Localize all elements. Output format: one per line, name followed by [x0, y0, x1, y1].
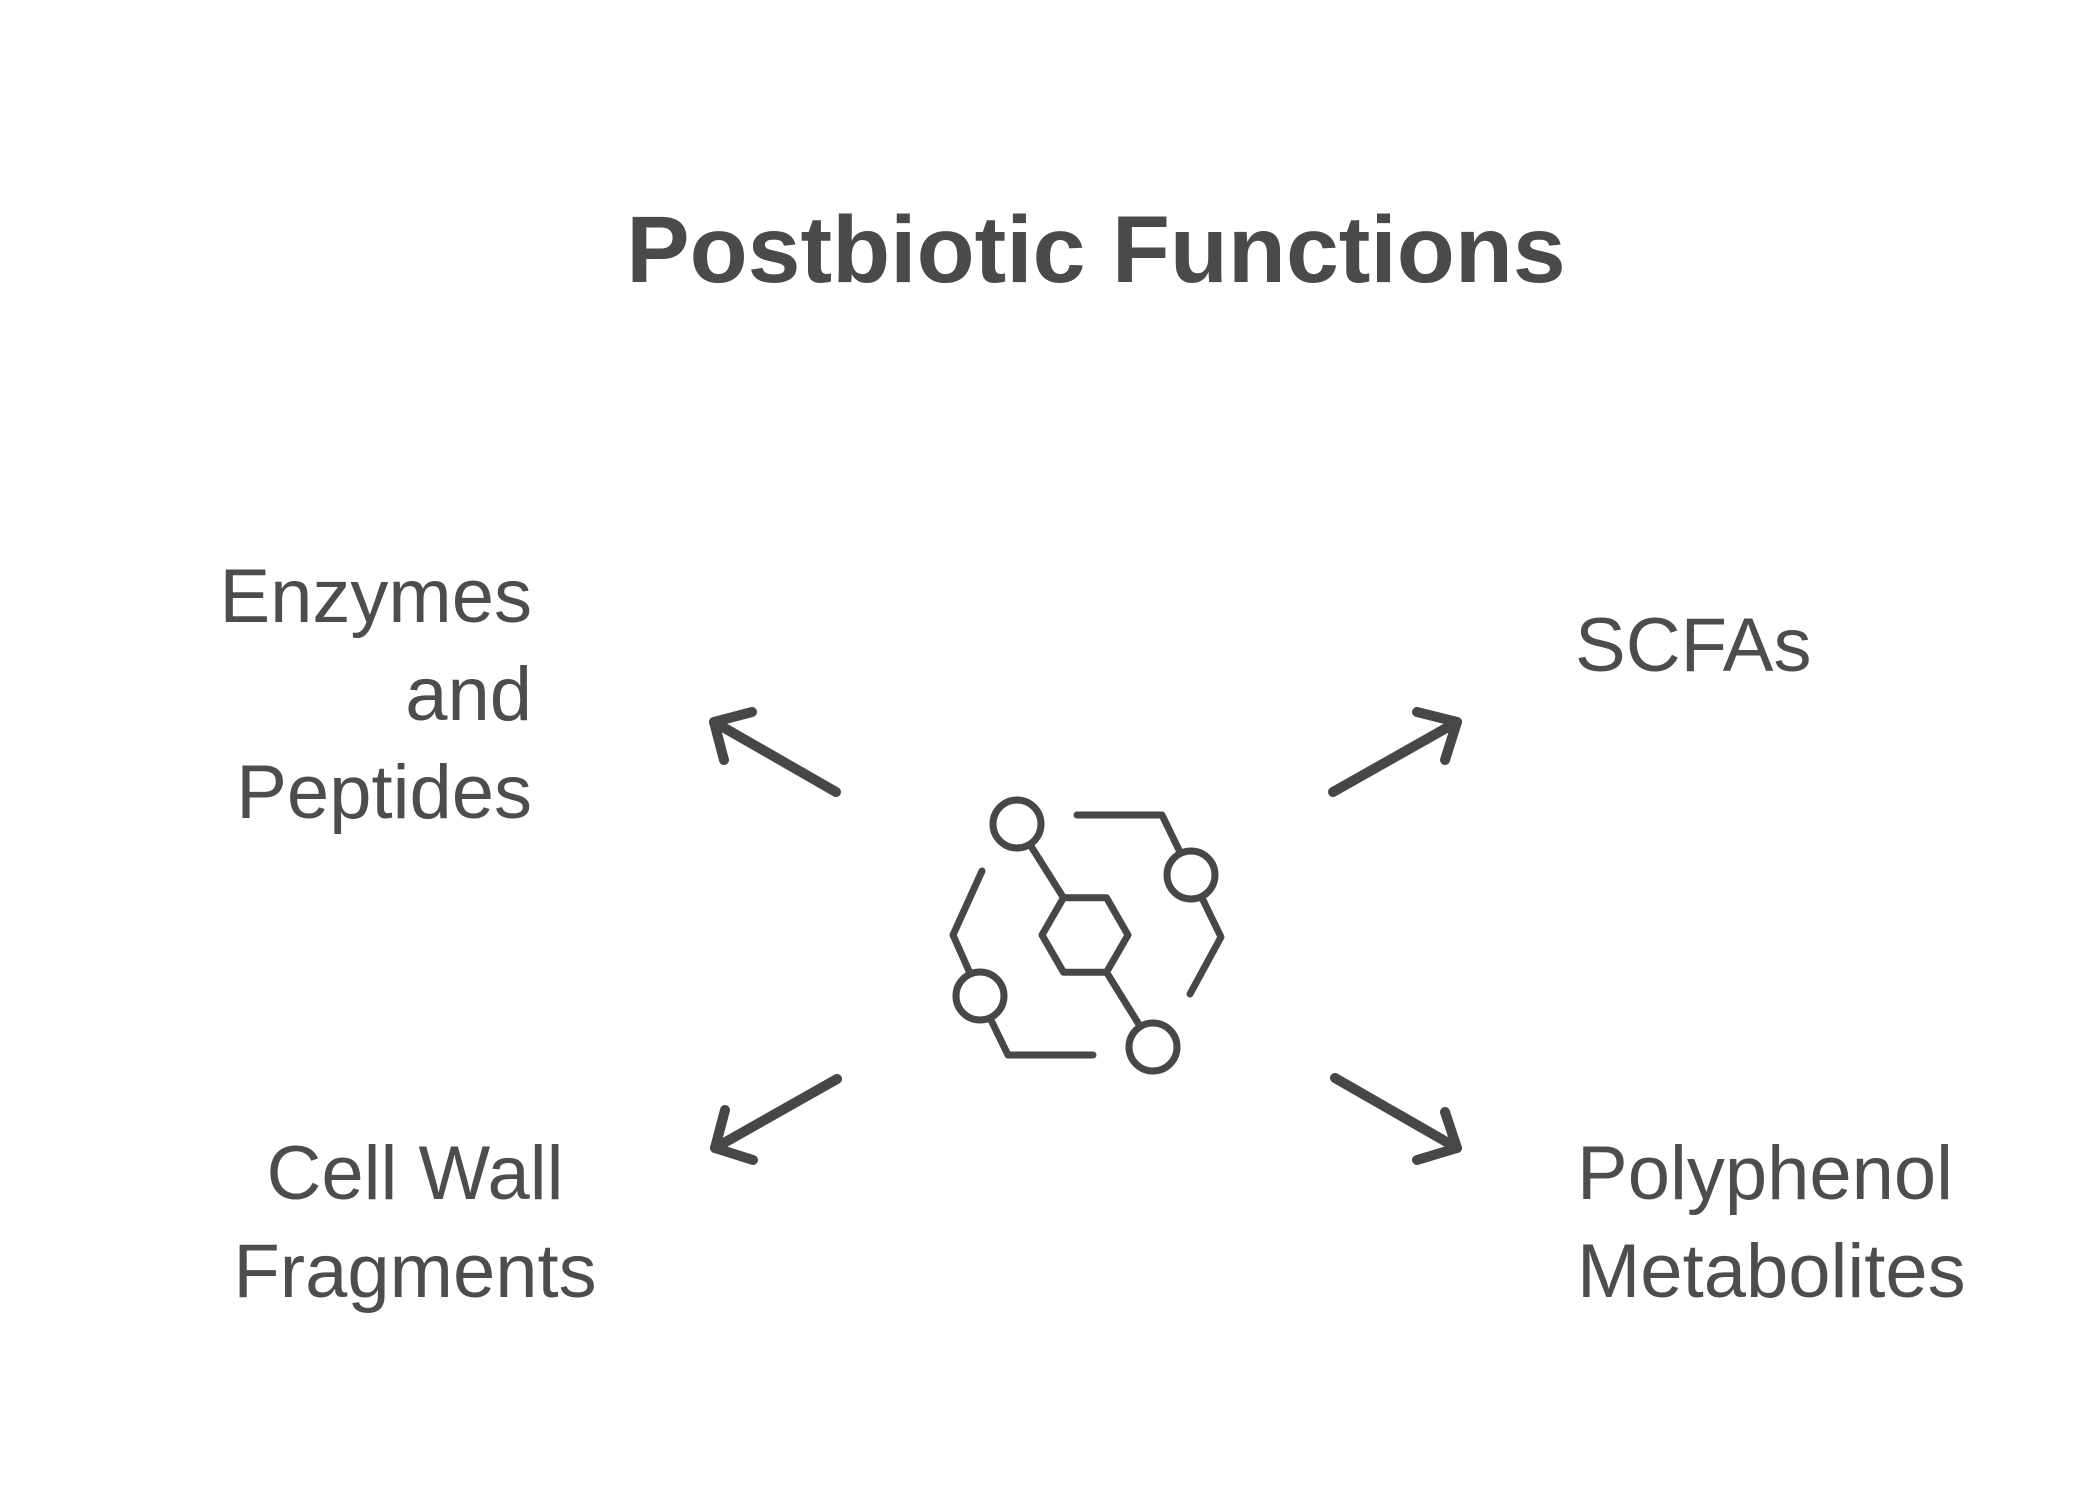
molecule-icon	[949, 796, 1225, 1075]
node-label-polyphenol-metabolites: Polyphenol Metabolites	[1577, 1125, 1966, 1321]
label-line: Metabolites	[1577, 1229, 1966, 1314]
arrow-top-left-icon	[709, 707, 841, 797]
atom-circle	[1163, 847, 1219, 903]
bond-line	[949, 867, 986, 975]
node-label-scfas: SCFAs	[1575, 597, 1812, 695]
node-label-enzymes-peptides: Enzymes and Peptides	[80, 548, 532, 842]
label-line: Polyphenol	[1577, 1131, 1954, 1216]
node-label-cell-wall-fragments: Cell Wall Fragments	[165, 1125, 665, 1321]
bond-line	[1073, 811, 1183, 854]
label-line: Cell Wall	[266, 1131, 564, 1216]
label-line: SCFAs	[1575, 603, 1812, 688]
bond-line	[987, 1016, 1097, 1059]
page-title: Postbiotic Functions	[626, 197, 1566, 303]
bond-line	[1028, 843, 1067, 902]
arrow-bottom-left-icon	[710, 1074, 842, 1165]
atom-circle	[952, 968, 1008, 1024]
hexagon-ring-shape	[1038, 894, 1132, 976]
label-line: Enzymes and	[219, 554, 532, 737]
arrow-top-right-icon	[1328, 707, 1462, 797]
atom-circle	[989, 796, 1045, 852]
label-line: Fragments	[233, 1229, 597, 1314]
atom-circle	[1125, 1019, 1181, 1075]
bond-line	[1103, 968, 1142, 1028]
bond-line	[1186, 896, 1225, 998]
label-line: Peptides	[236, 750, 532, 835]
arrow-bottom-right-icon	[1330, 1073, 1462, 1165]
